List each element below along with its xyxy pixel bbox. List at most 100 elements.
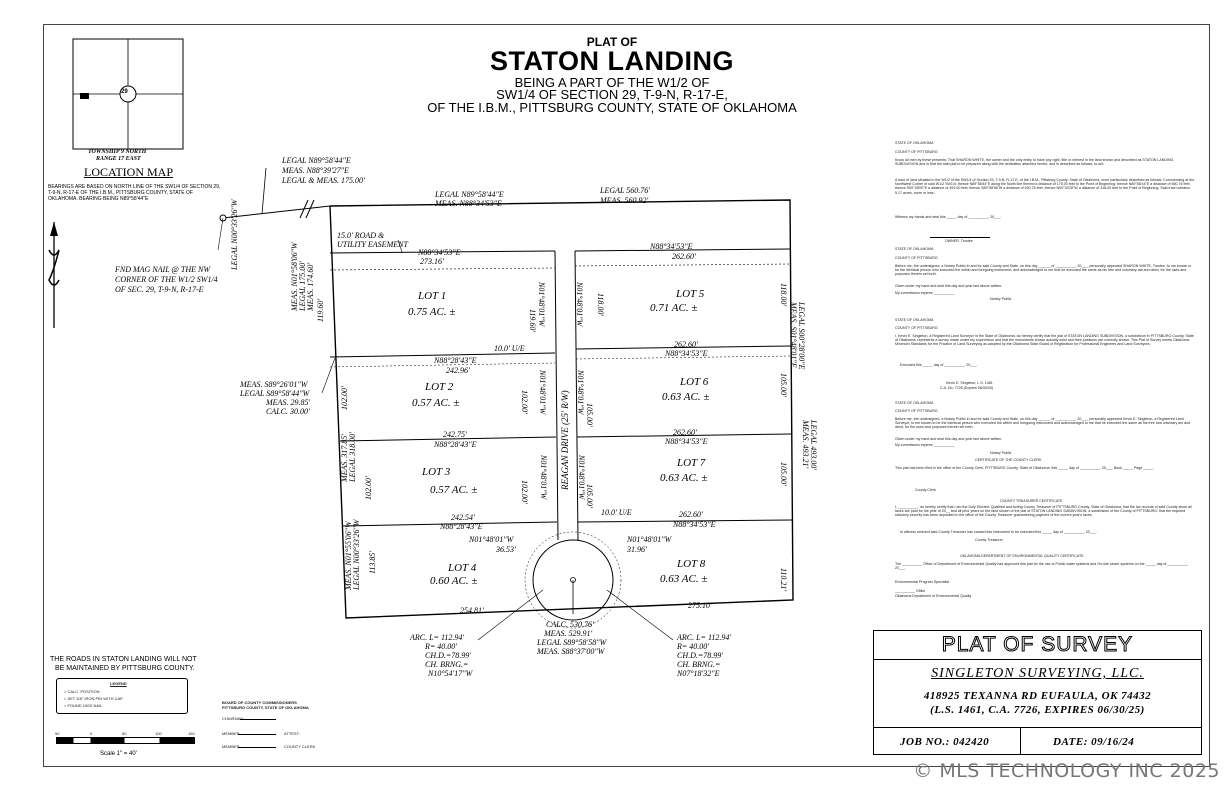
dim-right-meas-s01: MEAS. S01°48'01"E — [789, 302, 798, 368]
ue-right-label: 10.0' U/E — [601, 508, 632, 517]
arc-right-radius: R= 40.00' — [677, 642, 709, 651]
title-block — [873, 630, 1202, 755]
lot-8-name: LOT 8 — [677, 558, 706, 570]
cert-surveyor: I, Kevin E. Singleton, a Registered Land… — [895, 334, 1194, 347]
company-name: SINGLETON SURVEYING, LLC. — [931, 666, 1144, 681]
arc-left-chb-value: N10°54'17"W — [428, 669, 473, 678]
scale-label: Scale 1" = 40' — [100, 751, 137, 757]
dim-left-meas-175: MEAS. 174.60' — [306, 262, 315, 311]
location-map — [72, 38, 184, 150]
road-easement-label-1: 15.0' ROAD & — [337, 231, 385, 240]
dim-lot4-top-dist: 242.54' — [451, 513, 475, 522]
title-block-divider — [1020, 727, 1021, 755]
dim-lot8-top-bearing: N88°34'53"E — [673, 520, 716, 529]
legend-item-2: = SET 3/8" IRON PIN WITH CAP — [64, 696, 123, 701]
cert-deq-title: OKLAHOMA DEPARTMENT OF ENVIRONMENTAL QUA… — [960, 554, 1084, 558]
dim-lot4-top-bearing: N88°28'43"E — [440, 522, 483, 531]
cert-ca-no: C.A. No. 7726 (Expires 06/30/25) — [940, 386, 993, 390]
arc-left-radius: R= 40.00' — [425, 642, 457, 651]
fnd-note-2: CORNER OF THE W1/2 SW1/4 — [115, 275, 218, 284]
cert-notary-public-1: Notary Public — [990, 297, 1012, 301]
cert-executed: Executed this _____ day of __________, 2… — [900, 363, 978, 367]
lot-4-area: 0.60 AC. ± — [430, 575, 478, 587]
cert-owner-line: OWNER, Trustee — [945, 239, 973, 243]
township-label: TOWNSHIP 9 NORTH — [88, 149, 147, 155]
road-center-bearing-1: N01°48'01"W — [537, 282, 546, 327]
dim-meas-560: MEAS. 560.92' — [600, 196, 649, 205]
dim-105-c: 105.00' — [779, 462, 788, 486]
dim-top-legal-meas: LEGAL & MEAS. 175.00' — [282, 176, 365, 185]
dim-top-meas-bearing: MEAS. N88°39'27"E — [282, 166, 349, 175]
watermark: © MLS TECHNOLOGY INC 2025 — [913, 760, 1220, 782]
board-member-2: MEMBER — [222, 744, 240, 749]
road-east-bearing-1: N01°48'01"W — [575, 282, 584, 327]
location-map-label: LOCATION MAP — [84, 165, 174, 179]
fnd-note-1: FND MAG NAIL @ THE NW — [115, 265, 210, 274]
arc-left-chb: CH. BRNG.= — [425, 660, 469, 669]
dim-meas-s88-bottom: MEAS. S88°37'00"W — [537, 647, 605, 656]
road-center-bearing-3: N01°48'01"W — [539, 455, 548, 500]
board-title-1: BOARD OF COUNTY COMMISSIONERS — [222, 700, 297, 705]
dim-bottom-left: 254.81' — [460, 606, 484, 615]
title-line-2: SW1/4 OF SECTION 29, T-9-N, R-17-E, — [496, 87, 728, 102]
cert-clerk-title: CERTIFICATE OF THE COUNTY CLERK — [975, 458, 1042, 462]
board-county-clerk: COUNTY CLERK — [284, 744, 316, 749]
arc-left-length: ARC. L= 112.94' — [410, 633, 465, 642]
scale-tick-50a: 50 — [55, 731, 60, 736]
cert-treasurer-title: COUNTY TREASURER CERTIFICATE — [1000, 499, 1063, 503]
cert-deq-specialist: Environmental Program Specialist — [895, 580, 950, 584]
dim-lot5-dist: 262.60' — [672, 252, 696, 261]
lot-1-name: LOT 1 — [418, 290, 447, 302]
north-arrow-icon — [48, 222, 60, 328]
board-attest: ATTEST: — [284, 731, 300, 736]
cert-notary-given-1: Given under my hand and seal this day an… — [895, 284, 1003, 288]
dim-118-b: 118.00' — [596, 293, 605, 317]
sheet-border — [43, 24, 1210, 767]
roads-note-1: THE ROADS IN STATON LANDING WILL NOT — [50, 656, 197, 663]
dim-102-b: 102.00' — [364, 476, 373, 500]
dim-lot2-bearing: N88°28'43"E — [434, 356, 477, 365]
cert-deq: The __________ Office of Department of E… — [895, 562, 1189, 571]
arc-right-chb: CH. BRNG.= — [677, 660, 721, 669]
cert-county-treasurer: County Treasurer — [975, 538, 1003, 542]
legend-box — [56, 678, 188, 714]
lot-1-area: 0.75 AC. ± — [408, 306, 456, 318]
lot-6-area: 0.63 AC. ± — [662, 391, 710, 403]
dim-119-60-b: 119.60' — [528, 309, 537, 333]
section-number: 29 — [121, 89, 128, 95]
scale-tick-50b: 50 — [122, 731, 127, 736]
road-east-bearing: N01°48'01"W — [627, 535, 672, 544]
cert-county-4: COUNTY OF PITTSBURG — [895, 409, 938, 413]
title-block-heading-row — [873, 630, 1202, 660]
job-number: JOB NO.: 042420 — [900, 736, 990, 748]
cert-commission-1: My commission expires: __________ — [895, 291, 955, 295]
dim-lot8-top-dist: 262.60' — [679, 510, 703, 519]
dim-right-meas-493: MEAS. 493.21' — [801, 420, 810, 469]
road-east-bearing-3: N01°48'01"W — [577, 455, 586, 500]
dim-lot6-bearing: N88°34'53"E — [665, 349, 708, 358]
dim-right-legal-493: LEGAL 493.00' — [809, 420, 818, 471]
dim-mid-meas-bearing: MEAS. N88°34'53"E — [435, 199, 502, 208]
subdivision-name: STATON LANDING — [490, 46, 734, 76]
cert-treasurer: I, __________, do hereby certify that I … — [895, 505, 1192, 518]
arc-right-chb-value: N07°18'32"E — [677, 669, 720, 678]
dim-bottom-right: 275.10' — [688, 601, 712, 610]
arc-right-length: ARC. L= 112.94' — [677, 633, 732, 642]
lot-8-area: 0.63 AC. ± — [660, 573, 708, 585]
lot-3-area: 0.57 AC. ± — [430, 484, 478, 496]
dim-left-legal-1: LEGAL N00°33'26"W — [230, 199, 239, 270]
cert-legal-description: A tract of land situated in the W1/2 of … — [895, 178, 1195, 195]
dim-119-60: 119.60' — [316, 298, 325, 322]
road-name: REAGAN DRIVE (25' R/W) — [560, 390, 570, 490]
company-address: 418925 TEXANNA RD EUFAULA, OK 74432 — [923, 690, 1152, 702]
dim-lot7-dist: 262.60' — [673, 428, 697, 437]
dim-lot2-dist: 242.96' — [446, 366, 470, 375]
owner-sign-line — [930, 237, 990, 238]
dim-legal-318: LEGAL 318.00' — [348, 431, 357, 482]
scale-tick-150: 150 — [188, 731, 195, 736]
lot-2-name: LOT 2 — [425, 381, 454, 393]
dim-102-a: 102.00' — [340, 386, 349, 410]
cert-notary-given-2: Given under my hand and seal this day an… — [895, 437, 1003, 441]
cert-state-4: STATE OF OKLAHOMA — [895, 401, 934, 405]
scale-bar — [56, 737, 195, 744]
